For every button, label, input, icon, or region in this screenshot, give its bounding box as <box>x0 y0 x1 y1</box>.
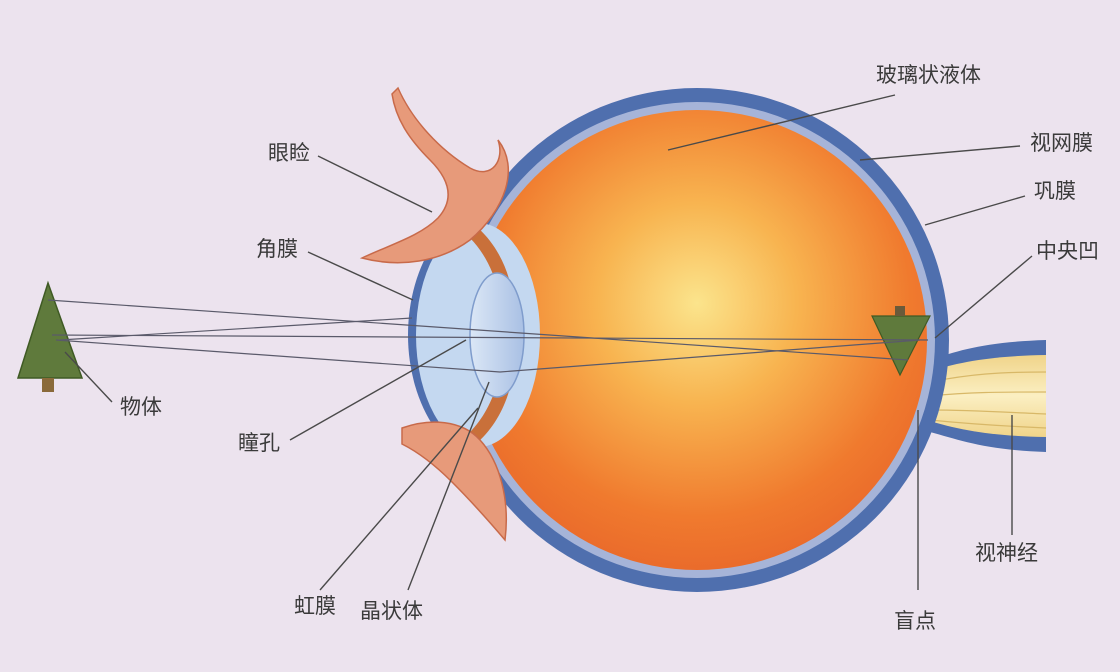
label-sclera: 巩膜 <box>1034 179 1076 203</box>
ray-lower-2 <box>499 339 921 373</box>
ray-upper <box>47 299 909 361</box>
leader-iris <box>319 407 479 591</box>
label-cornea: 角膜 <box>256 237 298 261</box>
label-blind-spot: 盲点 <box>894 609 936 633</box>
label-eyelid: 眼睑 <box>268 141 310 165</box>
label-pupil: 瞳孔 <box>238 431 280 455</box>
leader-lens <box>407 381 490 591</box>
label-vitreous: 玻璃状液体 <box>876 63 981 87</box>
label-iris: 虹膜 <box>294 594 336 618</box>
label-lens: 晶状体 <box>360 599 423 623</box>
leader-pupil <box>289 339 467 441</box>
ray-mid <box>59 317 413 341</box>
tree-object <box>16 280 84 392</box>
retinal-image <box>871 306 931 377</box>
vitreous-body <box>467 110 927 570</box>
label-fovea: 中央凹 <box>1036 239 1099 263</box>
leader-eyelid <box>317 155 433 213</box>
leader-retina <box>859 145 1021 161</box>
leader-fovea <box>934 255 1033 339</box>
leader-vitreous <box>667 94 896 151</box>
leader-object <box>64 351 113 403</box>
ray-top <box>51 334 929 341</box>
ray-lower <box>55 339 501 373</box>
label-optic-nerve: 视神经 <box>975 541 1038 565</box>
label-retina: 视网膜 <box>1030 131 1093 155</box>
leader-sclera <box>924 195 1026 226</box>
label-object: 物体 <box>120 395 162 419</box>
optic-nerve <box>926 340 1047 452</box>
lens <box>469 272 525 398</box>
upper-eyelid <box>359 86 510 264</box>
leader-cornea <box>307 251 414 301</box>
lower-eyelid <box>401 421 508 542</box>
